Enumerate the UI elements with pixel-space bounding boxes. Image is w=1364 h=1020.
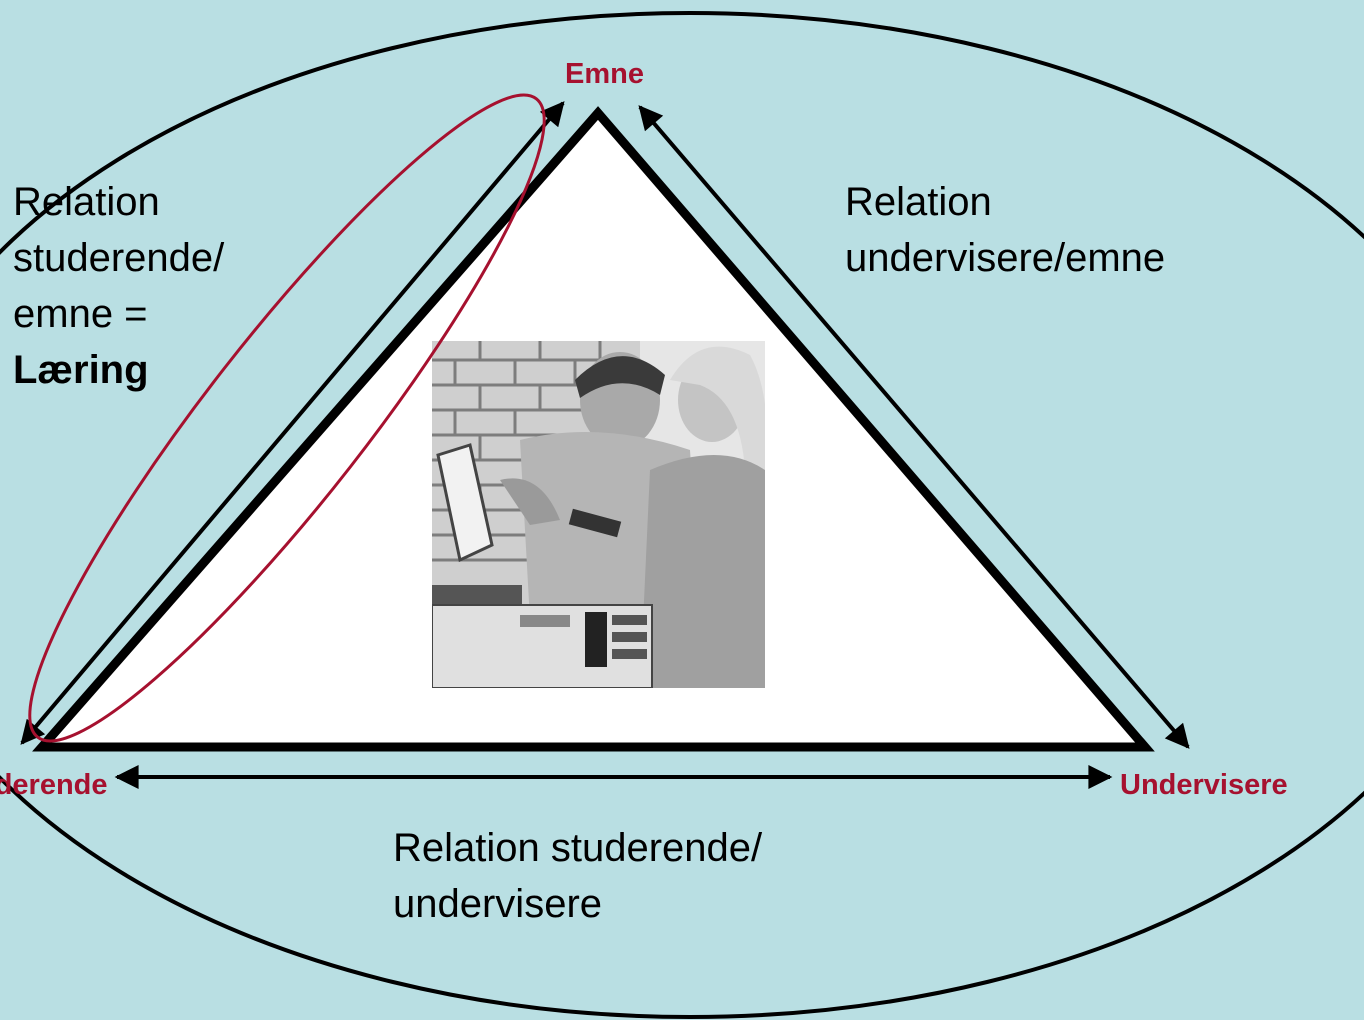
arrow-emne-undervisere (638, 105, 1190, 749)
relation-left-line1: Relation (13, 180, 160, 224)
relation-label-left: Relation studerende/ emne = Læring (13, 174, 224, 398)
relation-bottom-line1: Relation studerende/ (393, 826, 763, 870)
highlight-ellipse (28, 93, 546, 743)
photo-students-lab (432, 341, 765, 688)
relation-left-line3: emne = (13, 292, 148, 336)
arrow-studerende-emne (20, 101, 565, 745)
relation-label-bottom: Relation studerende/ undervisere (393, 820, 762, 932)
vertex-label-emne: Emne (565, 58, 644, 90)
relation-right-line2: undervisere/emne (845, 236, 1166, 280)
relation-left-line2: studerende/ (13, 236, 225, 280)
relation-label-right: Relation undervisere/emne (845, 174, 1165, 286)
relation-bottom-line2: undervisere (393, 882, 603, 926)
vertex-label-undervisere: Undervisere (1120, 769, 1288, 801)
vertex-label-studerende: Studerende (0, 769, 108, 801)
relation-right-line1: Relation (845, 180, 992, 224)
relation-left-line4: Læring (13, 342, 224, 398)
relation-left-emphasis: Læring (13, 348, 149, 392)
